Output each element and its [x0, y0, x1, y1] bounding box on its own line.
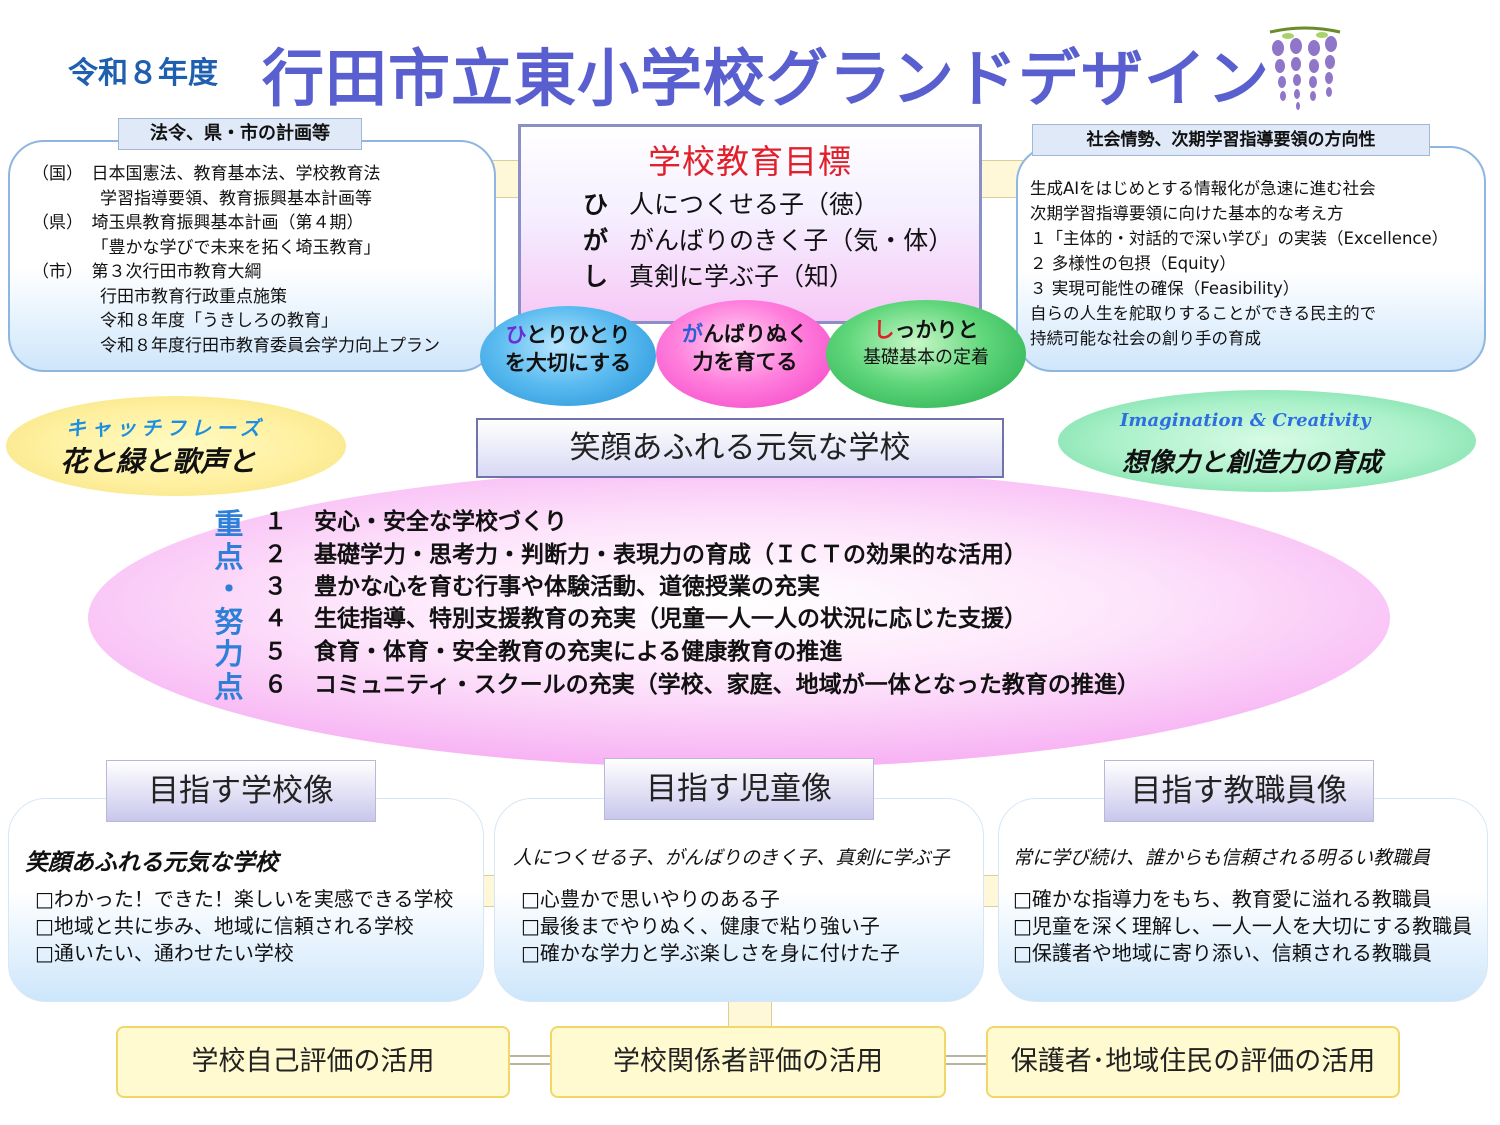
focus-label-char: 力	[214, 637, 244, 671]
child-vision-item: □確かな学力と学ぶ楽しさを身に付けた子	[521, 941, 900, 965]
focus-label-char: 点	[214, 539, 244, 574]
connector-bar	[728, 1000, 772, 1028]
focus-item: ６ コミュニティ・スクールの充実（学校、家庭、地域が一体となった教育の推進）	[264, 665, 1140, 699]
oval-text: っかりと	[894, 318, 979, 342]
laws-text: （国） 日本国憲法、教育基本法、学校教育法 学習指導要領、教育振興基本計画等（県…	[32, 164, 440, 356]
stakeholder-evaluation-box: 学校関係者評価の活用	[550, 1026, 946, 1098]
focus-item-number: ５	[264, 639, 287, 665]
school-vision-tab: 目指す学校像	[106, 760, 376, 822]
evaluation-link-line	[946, 1055, 988, 1057]
fiscal-year: 令和８年度	[68, 56, 218, 91]
staff-vision-item: □保護者や地域に寄り添い、信頼される教職員	[1013, 941, 1432, 965]
imagination-label: Imagination & Creativity	[1120, 410, 1371, 431]
school-vision-item: □通いたい、通わせたい学校	[35, 941, 294, 965]
school-goal-title: 学校教育目標	[648, 142, 852, 181]
focus-item-number: ２	[264, 542, 287, 568]
staff-vision-box: 常に学び続け、誰からも信頼される明るい教職員 □確かな指導力をもち、教育愛に溢れ…	[998, 798, 1488, 1002]
oval-lead: ひ	[505, 323, 526, 347]
society-box: 生成AIをはじめとする情報化が急速に進む社会次期学習指導要領に向けた基本的な考え…	[1016, 146, 1486, 372]
goal-key: ひ	[583, 190, 609, 219]
focus-label-char: ・	[214, 572, 244, 606]
society-tab: 社会情勢、次期学習指導要領の方向性	[1032, 124, 1430, 156]
page-title: 行田市立東小学校グランドデザイン	[262, 42, 1271, 115]
laws-tab: 法令、県・市の計画等	[118, 118, 362, 150]
catchphrase-label: キャッチフレーズ	[66, 416, 265, 440]
focus-item: ２ 基礎学力・思考力・判断力・表現力の育成（ＩＣＴの効果的な活用）	[264, 535, 1027, 569]
imagination-ellipse: Imagination & Creativity 想像力と創造力の育成	[1058, 390, 1476, 492]
focus-item-number: ６	[264, 672, 287, 698]
staff-vision-head: 常に学び続け、誰からも信頼される明るい教職員	[1013, 847, 1431, 869]
child-vision-box: 人につくせる子、がんばりのきく子、真剣に学ぶ子 □心豊かで思いやりのある子 □最…	[494, 798, 984, 1002]
school-vision-item: □わかった！できた！楽しいを実感できる学校	[35, 887, 454, 911]
catchphrase-text: 花と緑と歌声と	[60, 445, 257, 478]
wisteria-icon	[1269, 26, 1341, 110]
motto-banner: 笑顔あふれる元気な学校	[476, 418, 1004, 478]
focus-item: ５ 食育・体育・安全教育の充実による健康教育の推進	[264, 632, 842, 666]
school-vision-box: 笑顔あふれる元気な学校 □わかった！できた！楽しいを実感できる学校 □地域と共に…	[8, 798, 484, 1002]
focus-item-text: 生徒指導、特別支援教育の充実（児童一人一人の状況に応じた支援）	[314, 606, 1027, 632]
focus-item: ３ 豊かな心を育む行事や体験活動、道徳授業の充実	[264, 567, 820, 601]
catchphrase-ellipse: キャッチフレーズ 花と緑と歌声と	[6, 396, 346, 496]
goal-text: 真剣に学ぶ子（知）	[629, 262, 855, 291]
focus-points-ellipse	[88, 468, 1390, 768]
focus-item: １ 安心・安全な学校づくり	[264, 502, 567, 536]
focus-points-label: 重 点 ・ 努 力 点	[210, 508, 248, 703]
child-vision-tab: 目指す児童像	[604, 758, 874, 820]
focus-item-text: 食育・体育・安全教育の充実による健康教育の推進	[314, 639, 843, 665]
staff-vision-tab: 目指す教職員像	[1104, 760, 1374, 822]
focus-label-char: 点	[214, 669, 244, 704]
oval-text: 基礎基本の定着	[863, 347, 989, 368]
goal-row: ひ人につくせる子（徳）	[583, 185, 879, 221]
oval-text: んばりぬく	[703, 322, 808, 346]
goal-text: がんばりのきく子（気・体）	[629, 226, 954, 255]
focus-item-text: コミュニティ・スクールの充実（学校、家庭、地域が一体となった教育の推進）	[314, 672, 1140, 698]
goal-row: ががんばりのきく子（気・体）	[583, 221, 953, 257]
focus-item-text: 安心・安全な学校づくり	[314, 509, 567, 535]
goal-key: が	[583, 226, 609, 255]
focus-item-number: ３	[264, 574, 287, 600]
child-vision-item: □心豊かで思いやりのある子	[521, 887, 780, 911]
focus-item-text: 基礎学力・思考力・判断力・表現力の育成（ＩＣＴの効果的な活用）	[314, 542, 1027, 568]
oval-ganbari: がんばりぬく 力を育てる	[656, 300, 834, 408]
oval-lead: し	[873, 318, 895, 342]
self-evaluation-box: 学校自己評価の活用	[116, 1026, 510, 1098]
oval-shikkari: しっかりと 基礎基本の定着	[826, 300, 1026, 408]
goal-text: 人につくせる子（徳）	[629, 190, 880, 219]
staff-vision-item: □児童を深く理解し、一人一人を大切にする教職員	[1013, 914, 1473, 938]
goal-key: し	[583, 262, 609, 291]
imagination-text: 想像力と創造力の育成	[1122, 448, 1383, 478]
parent-community-evaluation-box: 保護者･地域住民の評価の活用	[986, 1026, 1400, 1098]
focus-label-char: 努	[214, 604, 244, 639]
oval-hitori: ひとりひとり を大切にする	[480, 306, 656, 406]
evaluation-link-line	[510, 1063, 552, 1065]
child-vision-head: 人につくせる子、がんばりのきく子、真剣に学ぶ子	[513, 847, 950, 869]
oval-text: 力を育てる	[692, 350, 798, 374]
focus-item-text: 豊かな心を育む行事や体験活動、道徳授業の充実	[314, 574, 820, 600]
focus-label-char: 重	[214, 507, 244, 541]
oval-text: とりひとり	[526, 323, 631, 347]
evaluation-link-line	[946, 1063, 988, 1065]
goal-row: し真剣に学ぶ子（知）	[583, 257, 854, 293]
focus-item-number: ４	[264, 606, 287, 632]
laws-box: （国） 日本国憲法、教育基本法、学校教育法 学習指導要領、教育振興基本計画等（県…	[8, 140, 496, 372]
child-vision-item: □最後までやりぬく、健康で粘り強い子	[521, 914, 880, 938]
evaluation-link-line	[510, 1055, 552, 1057]
staff-vision-item: □確かな指導力をもち、教育愛に溢れる教職員	[1013, 887, 1432, 911]
focus-item: ４ 生徒指導、特別支援教育の充実（児童一人一人の状況に応じた支援）	[264, 599, 1027, 633]
focus-item-number: １	[264, 509, 287, 535]
school-vision-item: □地域と共に歩み、地域に信頼される学校	[35, 914, 414, 938]
oval-text: を大切にする	[504, 351, 632, 375]
society-text: 生成AIをはじめとする情報化が急速に進む社会次期学習指導要領に向けた基本的な考え…	[1030, 179, 1449, 348]
school-goal-box: 学校教育目標 ひ人につくせる子（徳） ががんばりのきく子（気・体） し真剣に学ぶ…	[518, 124, 982, 324]
school-vision-head: 笑顔あふれる元気な学校	[25, 850, 278, 876]
oval-lead: が	[682, 322, 703, 346]
